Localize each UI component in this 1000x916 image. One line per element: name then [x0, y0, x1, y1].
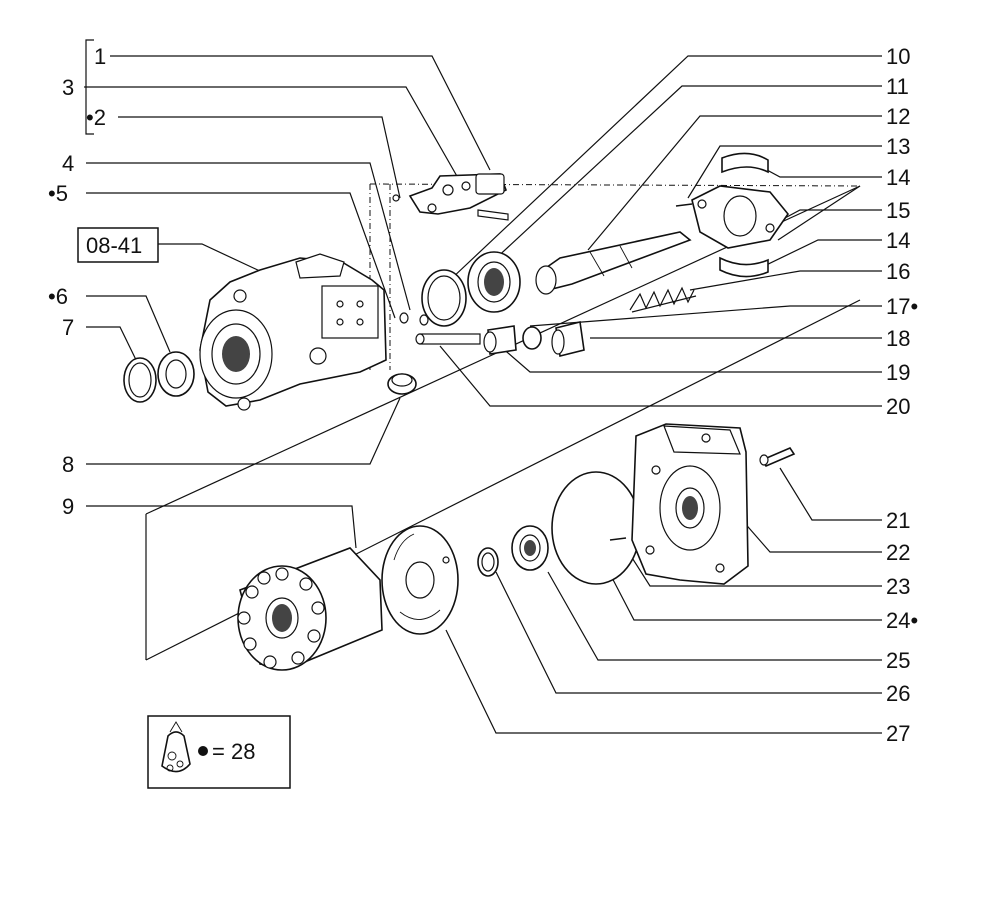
callout-labels: 1 •2 3 4 •5 •6 7 8 9 10 11 12 13 14 15 1…	[48, 44, 918, 746]
callout-8: 8	[62, 452, 74, 477]
callout-4: 4	[62, 151, 74, 176]
legend-text: = 28	[212, 739, 255, 764]
callout-19: 19	[886, 360, 910, 385]
callout-24: 24•	[886, 608, 918, 633]
callout-7: 7	[62, 315, 74, 340]
bushing-bottom-part	[719, 256, 769, 278]
circlip-part	[123, 357, 157, 403]
callout-27: 27	[886, 721, 910, 746]
yoke-part	[691, 185, 790, 249]
callout-14-top: 14	[886, 165, 910, 190]
pin-part	[675, 203, 693, 207]
callout-12: 12	[886, 104, 910, 129]
bushing-top-part	[721, 152, 769, 174]
callout-16: 16	[886, 259, 910, 284]
callout-14-bottom: 14	[886, 228, 910, 253]
callout-18: 18	[886, 326, 910, 351]
bearing-part	[467, 251, 521, 313]
valve-plate-part	[381, 525, 459, 635]
reference-box-label: 08-41	[86, 233, 142, 258]
callout-13: 13	[886, 134, 910, 159]
parts-bag-icon	[161, 721, 191, 773]
spring-part	[629, 286, 697, 313]
kit-legend: = 28	[147, 715, 291, 789]
callout-20: 20	[886, 394, 910, 419]
reference-box: 08-41	[77, 227, 159, 263]
callout-2: •2	[86, 105, 106, 130]
callout-6: •6	[48, 284, 68, 309]
drive-shaft-part	[535, 231, 692, 295]
rear-cover-part	[631, 423, 749, 585]
callout-26: 26	[886, 681, 910, 706]
callout-5: •5	[48, 181, 68, 206]
rear-bearing-part	[511, 525, 549, 571]
control-valve-part	[392, 173, 509, 221]
large-oring-part	[551, 471, 641, 585]
oring-17-part	[522, 326, 542, 350]
plug-18-part	[551, 321, 585, 357]
leader-lines	[84, 39, 882, 734]
ring-part	[421, 269, 467, 327]
callout-25: 25	[886, 648, 910, 673]
callout-10: 10	[886, 44, 910, 69]
callout-15: 15	[886, 198, 910, 223]
bush-part	[483, 325, 517, 355]
callout-1: 1	[94, 44, 106, 69]
screw-part	[759, 447, 796, 467]
shaft-seal-part	[157, 351, 195, 397]
callout-9: 9	[62, 494, 74, 519]
callout-17: 17•	[886, 294, 918, 319]
dowel-pin-part	[609, 537, 627, 541]
pump-housing-part	[199, 253, 387, 411]
piston-pin-part	[415, 333, 481, 345]
callout-3: 3	[62, 75, 74, 100]
cylinder-barrel-part	[237, 547, 383, 671]
callout-23: 23	[886, 574, 910, 599]
small-orings-part	[399, 312, 429, 326]
spacer-ring-part	[477, 547, 499, 577]
callout-21: 21	[886, 508, 910, 533]
plug-part	[387, 373, 417, 395]
callout-11: 11	[886, 74, 909, 99]
callout-22: 22	[886, 540, 910, 565]
bullet-icon	[198, 746, 208, 756]
